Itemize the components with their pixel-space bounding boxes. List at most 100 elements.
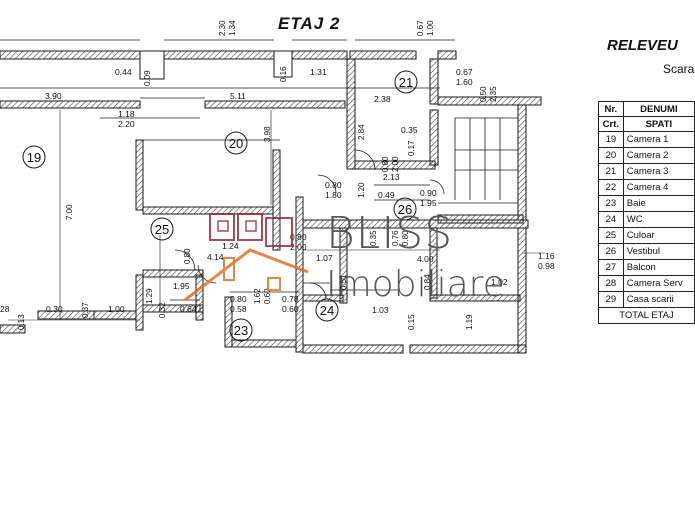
room-25-marker (150, 217, 174, 241)
dimension-texts: 0.44 1.31 0.67 1.60 3.90 5.11 1.18 2.20 … (0, 67, 555, 315)
dim-text: 2.35 (489, 86, 498, 102)
room-19-marker (22, 145, 46, 169)
legend-nr: 28 (598, 275, 624, 292)
dim-text: 0.37 (81, 302, 90, 318)
dim-text: 4.00 (417, 254, 434, 264)
dim-text: 7.00 (65, 204, 74, 220)
legend-nr: 19 (598, 131, 624, 148)
dim-text: 0.49 (378, 190, 395, 200)
room-19-label: 19 (27, 150, 41, 165)
dim-text: 1.29 (145, 288, 154, 304)
legend-nr: 22 (598, 179, 624, 196)
dim-text: 0.80 (183, 248, 192, 264)
legend-total-row: TOTAL ETAJ (598, 307, 695, 324)
dim-text: 1.80 (325, 190, 342, 200)
room-26-marker (393, 197, 417, 221)
dim-text: 1.24 (222, 241, 239, 251)
dim-text: 1.07 (316, 253, 333, 263)
dim-text: 4.14 (207, 252, 224, 262)
dim-text: 1.60 (456, 77, 473, 87)
legend-name: WC (622, 211, 695, 228)
dim-text: 0.13 (17, 314, 26, 330)
dim-text: 1.19 (465, 314, 474, 330)
room-24-label: 24 (320, 303, 334, 318)
stair-subtitle: Scara (663, 62, 695, 76)
dim-text: 0.67 (456, 67, 473, 77)
dim-text: 0.35 (369, 230, 378, 246)
room-markers (22, 70, 418, 342)
legend-name: Camera 3 (622, 163, 695, 180)
dim-text: 2.30 (218, 20, 227, 36)
room-26-label: 26 (398, 202, 412, 217)
dim-text: 2.20 (118, 119, 135, 129)
legend-header-crt: Crt. (598, 116, 624, 132)
legend-nr: 23 (598, 195, 624, 212)
dim-text: 3.98 (263, 126, 272, 142)
legend-header-row: Crt. SPATI (598, 116, 695, 132)
dim-text: 2.00 (391, 156, 400, 172)
dimension-lines (8, 110, 545, 321)
dim-text: 0.60 (263, 288, 272, 304)
dim-text: 0.80 (325, 180, 342, 190)
dim-text: 1.00 (108, 304, 125, 314)
room-21-label: 21 (399, 75, 413, 90)
dim-text: 0.84 (423, 274, 432, 290)
legend-header-denum: DENUMI (622, 101, 695, 117)
dim-text: 0.64 (180, 304, 197, 314)
vertical-dimension-texts: 2.30 1.34 0.67 1.00 0.09 0.16 0.50 2.35 … (17, 20, 498, 330)
dim-text: 0.50 (479, 86, 488, 102)
dim-text: 1.95 (173, 281, 190, 291)
legend-header-spatiu: SPATI (622, 116, 695, 132)
dim-text: 5.11 (230, 91, 246, 101)
dim-text: 2.00 (290, 242, 307, 252)
details (0, 39, 519, 313)
dim-text: 0.44 (115, 67, 132, 77)
dim-text: 0.76 (391, 230, 400, 246)
room-numbers: 19 20 21 25 26 24 23 (27, 75, 413, 338)
dim-text: 28 (0, 304, 10, 314)
legend-name: Camera 1 (622, 131, 695, 148)
releveu-title: RELEVEU (607, 37, 678, 54)
dim-text: 1.20 (357, 182, 366, 198)
dim-text: 1.02 (491, 277, 508, 287)
dim-text: 1.00 (426, 20, 435, 36)
legend-name: Balcon (622, 259, 695, 276)
legend-nr: 26 (598, 243, 624, 260)
dim-text: 2.13 (383, 172, 400, 182)
dim-text: 0.67 (416, 20, 425, 36)
dim-text: 1.95 (420, 198, 437, 208)
legend-nr: 25 (598, 227, 624, 244)
room-21-marker (394, 70, 418, 94)
dim-text: 3.90 (45, 91, 62, 101)
legend-header-nr: Nr. (598, 101, 624, 117)
dim-text: 1.62 (253, 288, 262, 304)
walls (0, 50, 542, 354)
legend-nr: 29 (598, 291, 624, 308)
dim-text: 0.80 (381, 156, 390, 172)
dim-text: 2.38 (374, 94, 391, 104)
dim-text: 0.78 (282, 294, 299, 304)
dim-text: 0.60 (282, 304, 299, 314)
room-25-label: 25 (155, 222, 169, 237)
room-23-marker (229, 318, 253, 342)
dim-text: 0.16 (279, 66, 288, 82)
watermark-bliss: BLISS (326, 208, 454, 259)
dim-text: 0.80 (230, 294, 247, 304)
dim-text: 0.51 (339, 274, 348, 290)
room-20-marker (224, 131, 248, 155)
legend-name: Camera 2 (622, 147, 695, 164)
dim-text: 0.17 (407, 140, 416, 156)
legend-name: Camera 4 (622, 179, 695, 196)
legend-nr: 21 (598, 163, 624, 180)
room-20-label: 20 (229, 136, 243, 151)
